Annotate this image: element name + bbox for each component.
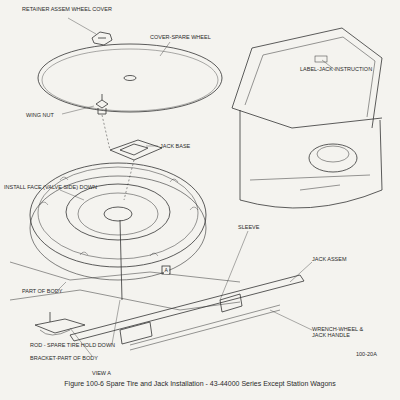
wing-nut [96, 94, 108, 114]
hold-down-rod [120, 220, 122, 300]
part-label: PART OF BODY [22, 288, 62, 294]
part-label: WING NUT [26, 112, 54, 118]
retainer [92, 32, 112, 45]
part-label: JACK BASE [160, 143, 190, 149]
part-label: BRACKET-PART OF BODY [30, 355, 98, 361]
part-label: INSTALL FACE (VALVE SIDE) DOWN [4, 184, 97, 190]
part-label: COVER-SPARE WHEEL [150, 34, 211, 40]
jack-base [110, 140, 162, 160]
figure-caption: Figure 100-6 Spare Tire and Jack Install… [64, 380, 335, 388]
view-a-bracket [35, 312, 85, 333]
wheel-cover [38, 44, 222, 112]
wrench [130, 305, 280, 350]
part-label: RETAINER ASSEM WHEEL COVER [22, 6, 112, 12]
part-label: WRENCH-WHEEL & JACK HANDLE [312, 326, 372, 339]
part-label: JACK ASSEM [312, 256, 372, 262]
trunk-spare [309, 144, 357, 172]
part-label: SLEEVE [238, 224, 259, 230]
part-label: ROD - SPARE TIRE HOLD DOWN [30, 342, 115, 348]
spare-tire [30, 163, 206, 267]
view-label: VIEW A [92, 370, 111, 376]
view-marker: A [164, 267, 169, 274]
figure-number: 100-20A [356, 351, 377, 357]
car-trunk [232, 28, 382, 208]
part-label: LABEL-JACK INSTRUCTION [300, 66, 372, 72]
